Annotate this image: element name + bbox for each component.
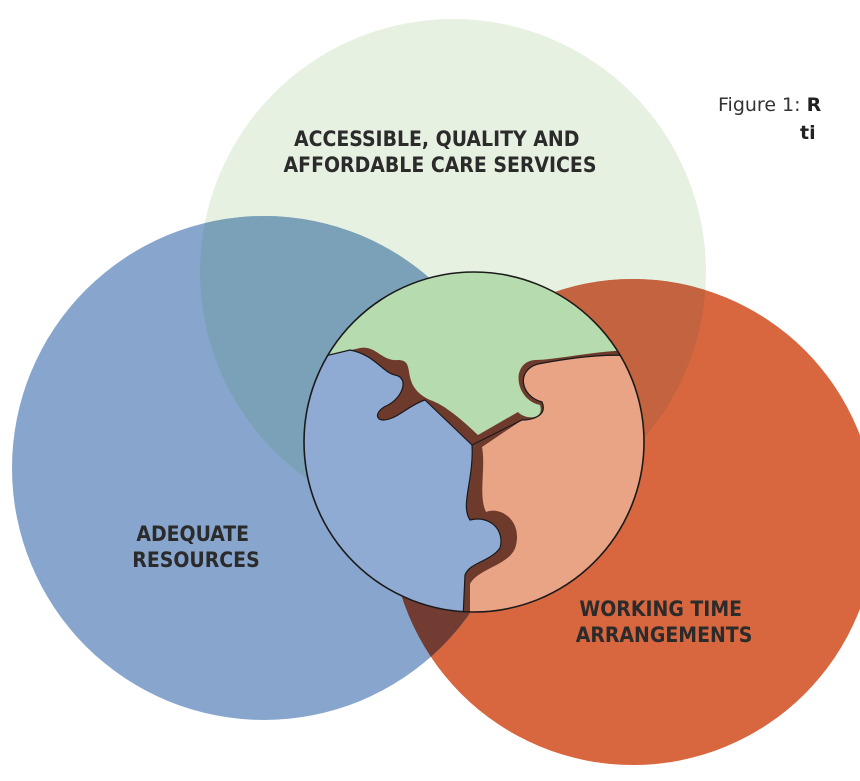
- caption-bold-line1: R: [806, 94, 822, 116]
- caption-prefix: Figure 1:: [718, 94, 807, 116]
- label-resources: ADEQUATE RESOURCES: [132, 522, 259, 572]
- figure-caption: Figure 1: R ti: [718, 92, 821, 147]
- label-care-services: ACCESSIBLE, QUALITY AND AFFORDABLE CARE …: [284, 127, 597, 177]
- caption-bold-line2: ti: [800, 121, 816, 144]
- label-working-time: WORKING TIME ARRANGEMENTS: [576, 597, 753, 647]
